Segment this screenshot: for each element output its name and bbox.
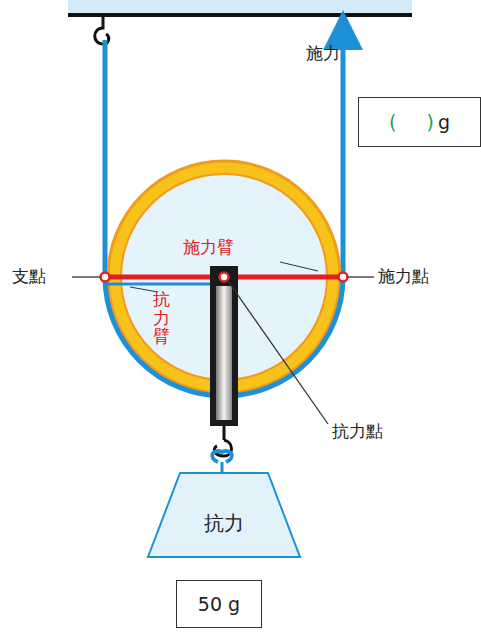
fulcrum-dot bbox=[101, 273, 110, 282]
value-label: 50 g bbox=[198, 593, 240, 615]
fulcrum-label: 支點 bbox=[12, 265, 46, 288]
effort-label: 施力 bbox=[306, 42, 340, 65]
load-weight: 抗力 bbox=[146, 471, 302, 559]
weight-ring bbox=[221, 462, 224, 472]
load-arm-label: 抗力臂 bbox=[153, 290, 170, 346]
hook-stem bbox=[223, 426, 226, 440]
rope-pull bbox=[341, 30, 346, 277]
answer-blank: ( ) bbox=[389, 111, 434, 133]
value-box: 50 g bbox=[176, 580, 262, 628]
load-point-label: 抗力點 bbox=[332, 420, 383, 443]
load-label: 抗力 bbox=[204, 510, 244, 537]
bracket-plate bbox=[216, 286, 232, 420]
leader-line bbox=[228, 281, 328, 424]
load-arm bbox=[105, 283, 224, 286]
leader-line bbox=[348, 276, 374, 277]
effort-point-label: 施力點 bbox=[378, 265, 429, 288]
leader-line bbox=[280, 262, 318, 271]
effort-dot bbox=[339, 273, 348, 282]
rope bbox=[103, 40, 108, 277]
unit: g bbox=[438, 111, 450, 133]
ceiling-hook bbox=[95, 17, 109, 44]
ceiling-beam bbox=[68, 13, 412, 17]
value-box: ( )g bbox=[358, 97, 481, 147]
leader-line bbox=[72, 276, 100, 277]
effort-arm-label: 施力臂 bbox=[183, 236, 234, 259]
ceiling bbox=[68, 0, 412, 14]
load-dot bbox=[220, 273, 229, 282]
weight-loop bbox=[212, 451, 232, 462]
